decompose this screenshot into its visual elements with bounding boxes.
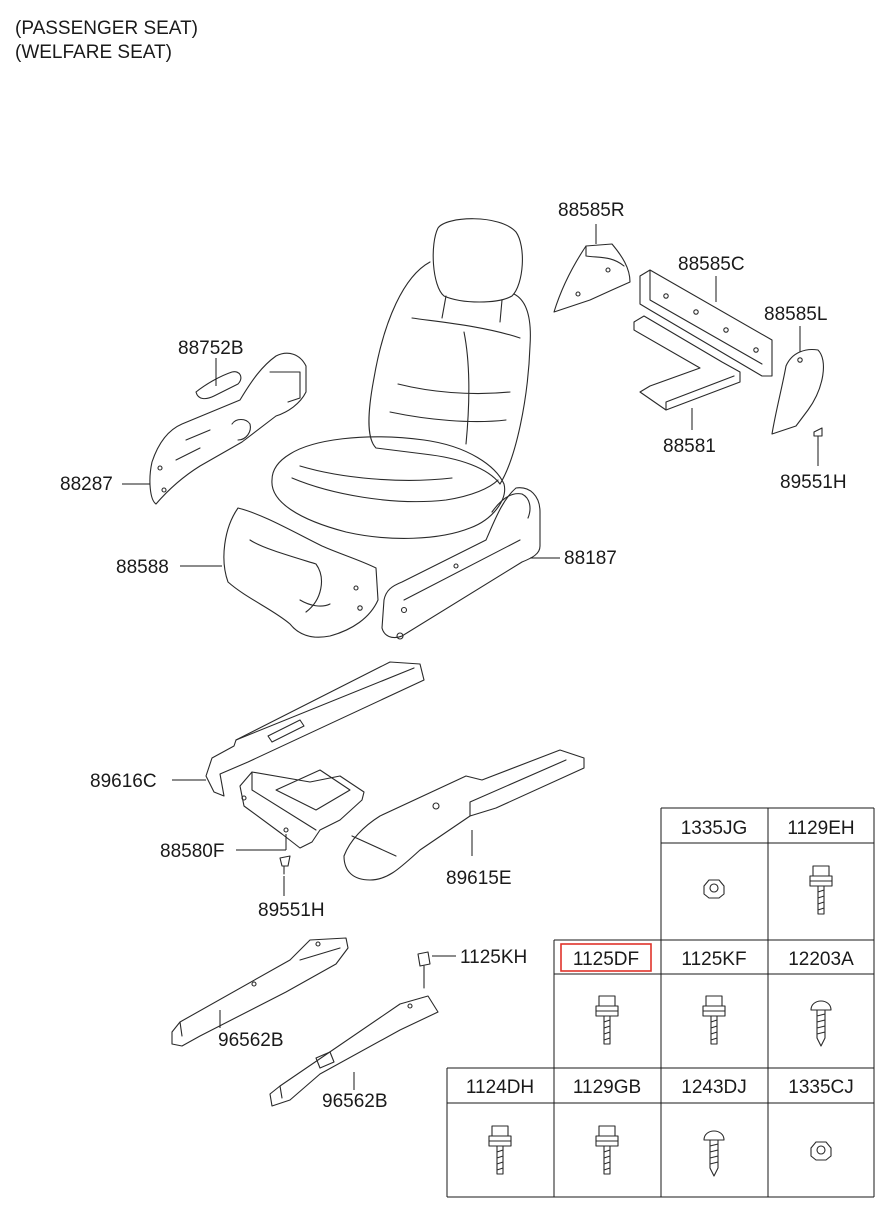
table-label-1243DJ: 1243DJ <box>681 1077 747 1098</box>
callout-88581: 88581 <box>663 436 716 457</box>
tapping-screw-icon <box>810 1000 832 1047</box>
callout-89615E: 89615E <box>446 868 512 889</box>
table-label-1124DH: 1124DH <box>466 1077 534 1098</box>
nut-icon <box>703 879 725 899</box>
callout-88580F: 88580F <box>160 841 224 862</box>
table-label-12203A: 12203A <box>788 949 854 970</box>
callout-88585C: 88585C <box>678 254 745 275</box>
callout-leaders <box>122 224 819 1090</box>
callout-96562B-right: 96562B <box>322 1091 388 1112</box>
callout-88585R: 88585R <box>558 200 625 221</box>
table-label-1129GB: 1129GB <box>573 1077 641 1098</box>
flange-bolt-icon <box>595 1125 619 1175</box>
callout-1125KH: 1125KH <box>460 947 527 968</box>
highlight-box-1125DF <box>560 943 652 972</box>
title-welfare-seat: (WELFARE SEAT) <box>15 42 172 63</box>
callout-88752B: 88752B <box>178 338 244 359</box>
callout-88588: 88588 <box>116 557 169 578</box>
callout-88187: 88187 <box>564 548 617 569</box>
callout-88287: 88287 <box>60 474 113 495</box>
flange-bolt-icon <box>702 995 726 1045</box>
title-passenger-seat: (PASSENGER SEAT) <box>15 18 198 39</box>
nut-icon <box>810 1141 832 1161</box>
callout-89551H-bottom: 89551H <box>258 900 325 921</box>
callout-89551H-top: 89551H <box>780 472 847 493</box>
table-label-1125KF: 1125KF <box>681 949 746 970</box>
flange-bolt-icon <box>809 865 833 915</box>
flange-bolt-icon <box>488 1125 512 1175</box>
callout-89616C: 89616C <box>90 771 157 792</box>
table-label-1335CJ: 1335CJ <box>788 1077 854 1098</box>
seat-assembly-illustration <box>149 218 824 1107</box>
callout-96562B-left: 96562B <box>218 1030 284 1051</box>
table-label-1335JG: 1335JG <box>681 818 748 839</box>
flange-bolt-icon <box>595 995 619 1045</box>
tapping-screw-icon <box>703 1130 725 1177</box>
table-label-1129EH: 1129EH <box>787 818 854 839</box>
table-label-1125DF[interactable]: 1125DF <box>573 949 639 970</box>
callout-88585L: 88585L <box>764 304 827 325</box>
fastener-table-grid <box>446 807 875 1198</box>
